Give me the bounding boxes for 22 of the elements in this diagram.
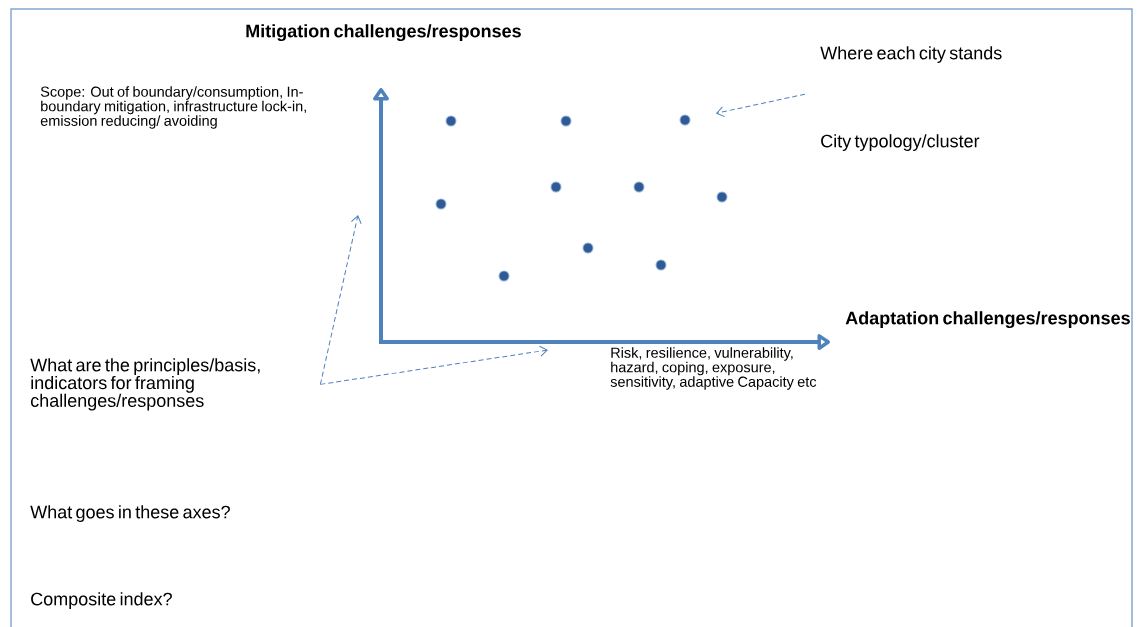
note-text: Composite index? (31, 592, 172, 609)
data-point (655, 259, 667, 271)
axis-label: Mitigation challenges/responses (246, 24, 521, 42)
data-point (498, 270, 510, 282)
note-text: Risk, resilience, vulnerability, hazard, coping, exposure, sensitivity, adaptive Capacity etc (610, 347, 817, 390)
data-point (716, 191, 728, 203)
data-point (445, 115, 457, 127)
dashed-arrow (319, 215, 362, 385)
dashed-arrow (716, 93, 806, 118)
axis-label: Adaptation challenges/responses (845, 311, 1130, 329)
note-text: What goes in these axes? (30, 505, 230, 522)
note-text: What are the principles/basis, indicators for framing challenges/responses (30, 358, 260, 411)
note-text: Where each city stands (820, 46, 1002, 63)
data-point (435, 198, 447, 210)
data-point (582, 242, 594, 254)
data-point (633, 181, 645, 193)
dashed-arrow (319, 345, 548, 385)
data-point (560, 115, 572, 127)
note-text: City typology/cluster (821, 134, 980, 151)
data-point (550, 181, 562, 193)
data-point (679, 114, 691, 126)
note-text: Scope: Out of boundary/consumption, In-boundary mitigation, infrastructure lock-in, emission reducing/ avoiding (40, 86, 306, 129)
